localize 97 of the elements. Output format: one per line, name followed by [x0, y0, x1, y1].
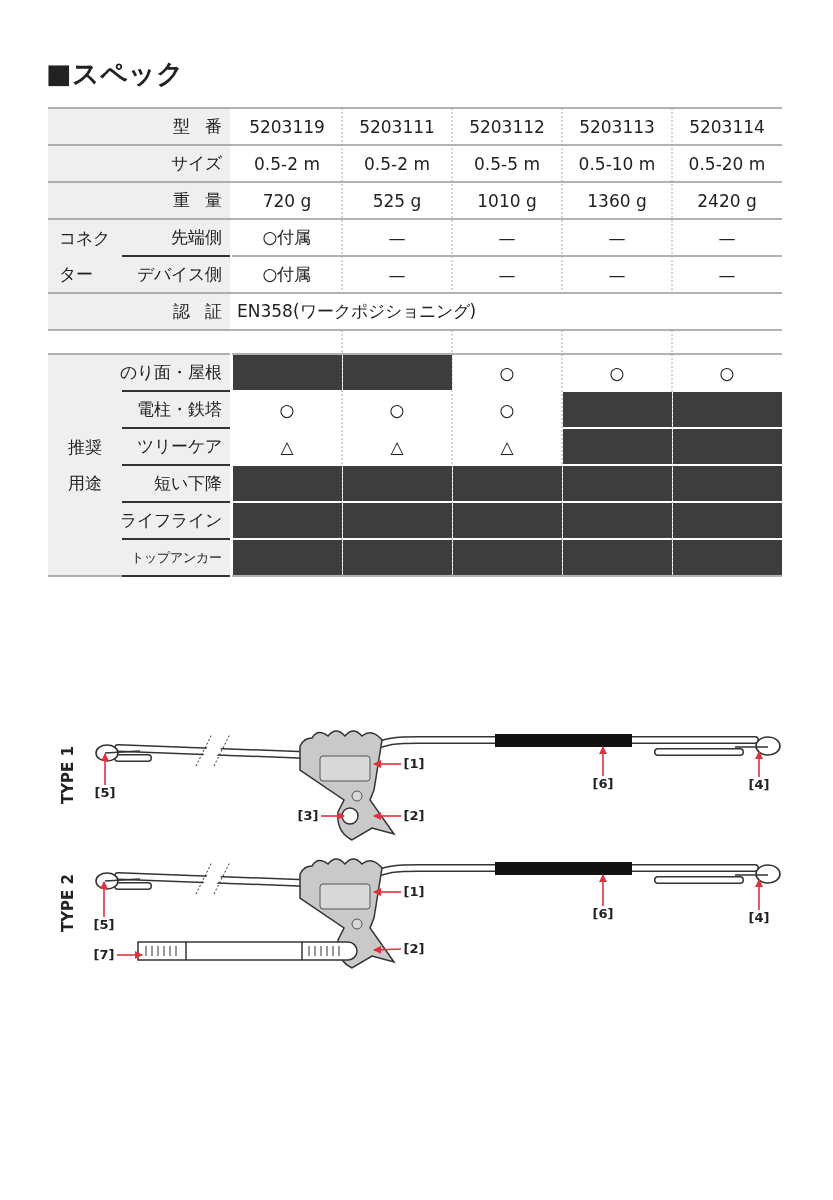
row-header: トップアンカー [131, 548, 222, 567]
shaded-cell [452, 466, 562, 501]
shaded-cell [342, 540, 452, 575]
shaded-cell [672, 503, 782, 538]
table-value: 1360 g [587, 190, 647, 211]
callout-number: [3] [295, 808, 321, 824]
leader-arrow [599, 746, 607, 777]
table-value: 0.5-10 m [578, 153, 656, 174]
shaded-cell [672, 429, 782, 464]
callout-number: [6] [590, 776, 616, 792]
table-value: 525 g [372, 190, 422, 211]
leader-arrow [373, 760, 402, 768]
leader-arrow [100, 881, 108, 918]
callout-number: [7] [91, 947, 117, 963]
shaded-cell [562, 503, 672, 538]
shaded-cell [562, 429, 672, 464]
shaded-cell [232, 466, 342, 501]
table-value: 5203119 [249, 116, 325, 137]
row-header: サイズ [171, 152, 222, 175]
leader-arrow [373, 812, 402, 820]
callout-number: [5] [92, 785, 118, 801]
callout-number: [2] [401, 941, 427, 957]
table-value: EN358(ワークポジショニング) [237, 300, 477, 323]
row-header: 電柱・鉄塔 [137, 398, 222, 421]
table-value: ○付属 [262, 226, 312, 249]
leader-arrow [599, 874, 607, 907]
shaded-cell [232, 355, 342, 390]
leader-arrow [755, 879, 763, 911]
table-value: 5203111 [359, 116, 435, 137]
table-value: 0.5-2 m [364, 153, 430, 174]
table-value: — [718, 264, 736, 285]
table-value: ○付属 [262, 263, 312, 286]
row-header: 短い下降 [154, 472, 222, 495]
row-header: 認証 [172, 300, 238, 323]
table-value: ○ [389, 399, 405, 420]
table-value: — [498, 264, 516, 285]
table-value: ○ [279, 399, 295, 420]
row-header: ツリーケア [137, 435, 222, 458]
row-header: デバイス側 [137, 263, 222, 286]
table-value: 1010 g [477, 190, 537, 211]
row-header: 先端側 [171, 226, 222, 249]
callout-number: [1] [401, 884, 427, 900]
shaded-cell [342, 466, 452, 501]
shaded-cell [672, 392, 782, 427]
shaded-cell [452, 540, 562, 575]
shaded-cell [672, 466, 782, 501]
shaded-cell [562, 392, 672, 427]
table-value: 0.5-2 m [254, 153, 320, 174]
leader-arrow [320, 812, 345, 820]
row-header: ライフライン [120, 509, 222, 532]
table-value: ○ [609, 362, 625, 383]
row-header: のり面・屋根 [120, 361, 222, 384]
table-value: 5203113 [579, 116, 655, 137]
table-value: ○ [499, 362, 515, 383]
shaded-cell [232, 540, 342, 575]
table-value: ○ [719, 362, 735, 383]
table-value: △ [280, 436, 294, 457]
table-value: — [608, 227, 626, 248]
leader-arrow [755, 751, 763, 778]
table-value: △ [500, 436, 514, 457]
shaded-cell [562, 466, 672, 501]
callout-number: [2] [401, 808, 427, 824]
table-value: — [608, 264, 626, 285]
table-value: 5203114 [689, 116, 765, 137]
table-value: △ [390, 436, 404, 457]
callout-number: [4] [746, 777, 772, 793]
shaded-cell [342, 355, 452, 390]
leader-arrow [373, 888, 402, 896]
row-group-header: 推奨用途 [67, 436, 103, 495]
table-value: 5203112 [469, 116, 545, 137]
table-value: — [388, 227, 406, 248]
table-value: 0.5-5 m [474, 153, 540, 174]
table-value: — [498, 227, 516, 248]
table-value: 720 g [262, 190, 312, 211]
shaded-cell [452, 503, 562, 538]
callout-number: [6] [590, 906, 616, 922]
table-value: — [718, 227, 736, 248]
table-value: 2420 g [697, 190, 757, 211]
leader-arrow [101, 753, 109, 786]
shaded-cell [562, 540, 672, 575]
row-group-header: コネクター [59, 227, 111, 286]
table-value: 0.5-20 m [688, 153, 766, 174]
leader-arrow [116, 951, 143, 959]
row-header: 型番 [172, 115, 238, 138]
table-value: — [388, 264, 406, 285]
shaded-cell [672, 540, 782, 575]
shaded-cell [232, 503, 342, 538]
type-label: TYPE 2 [59, 874, 77, 932]
type-label: TYPE 1 [59, 746, 77, 804]
leader-arrow [373, 945, 402, 954]
row-header: 重量 [172, 189, 238, 212]
callout-number: [5] [91, 917, 117, 933]
callout-number: [4] [746, 910, 772, 926]
callout-number: [1] [401, 756, 427, 772]
shaded-cell [342, 503, 452, 538]
section-title: ■スペック [46, 57, 184, 91]
table-value: ○ [499, 399, 515, 420]
